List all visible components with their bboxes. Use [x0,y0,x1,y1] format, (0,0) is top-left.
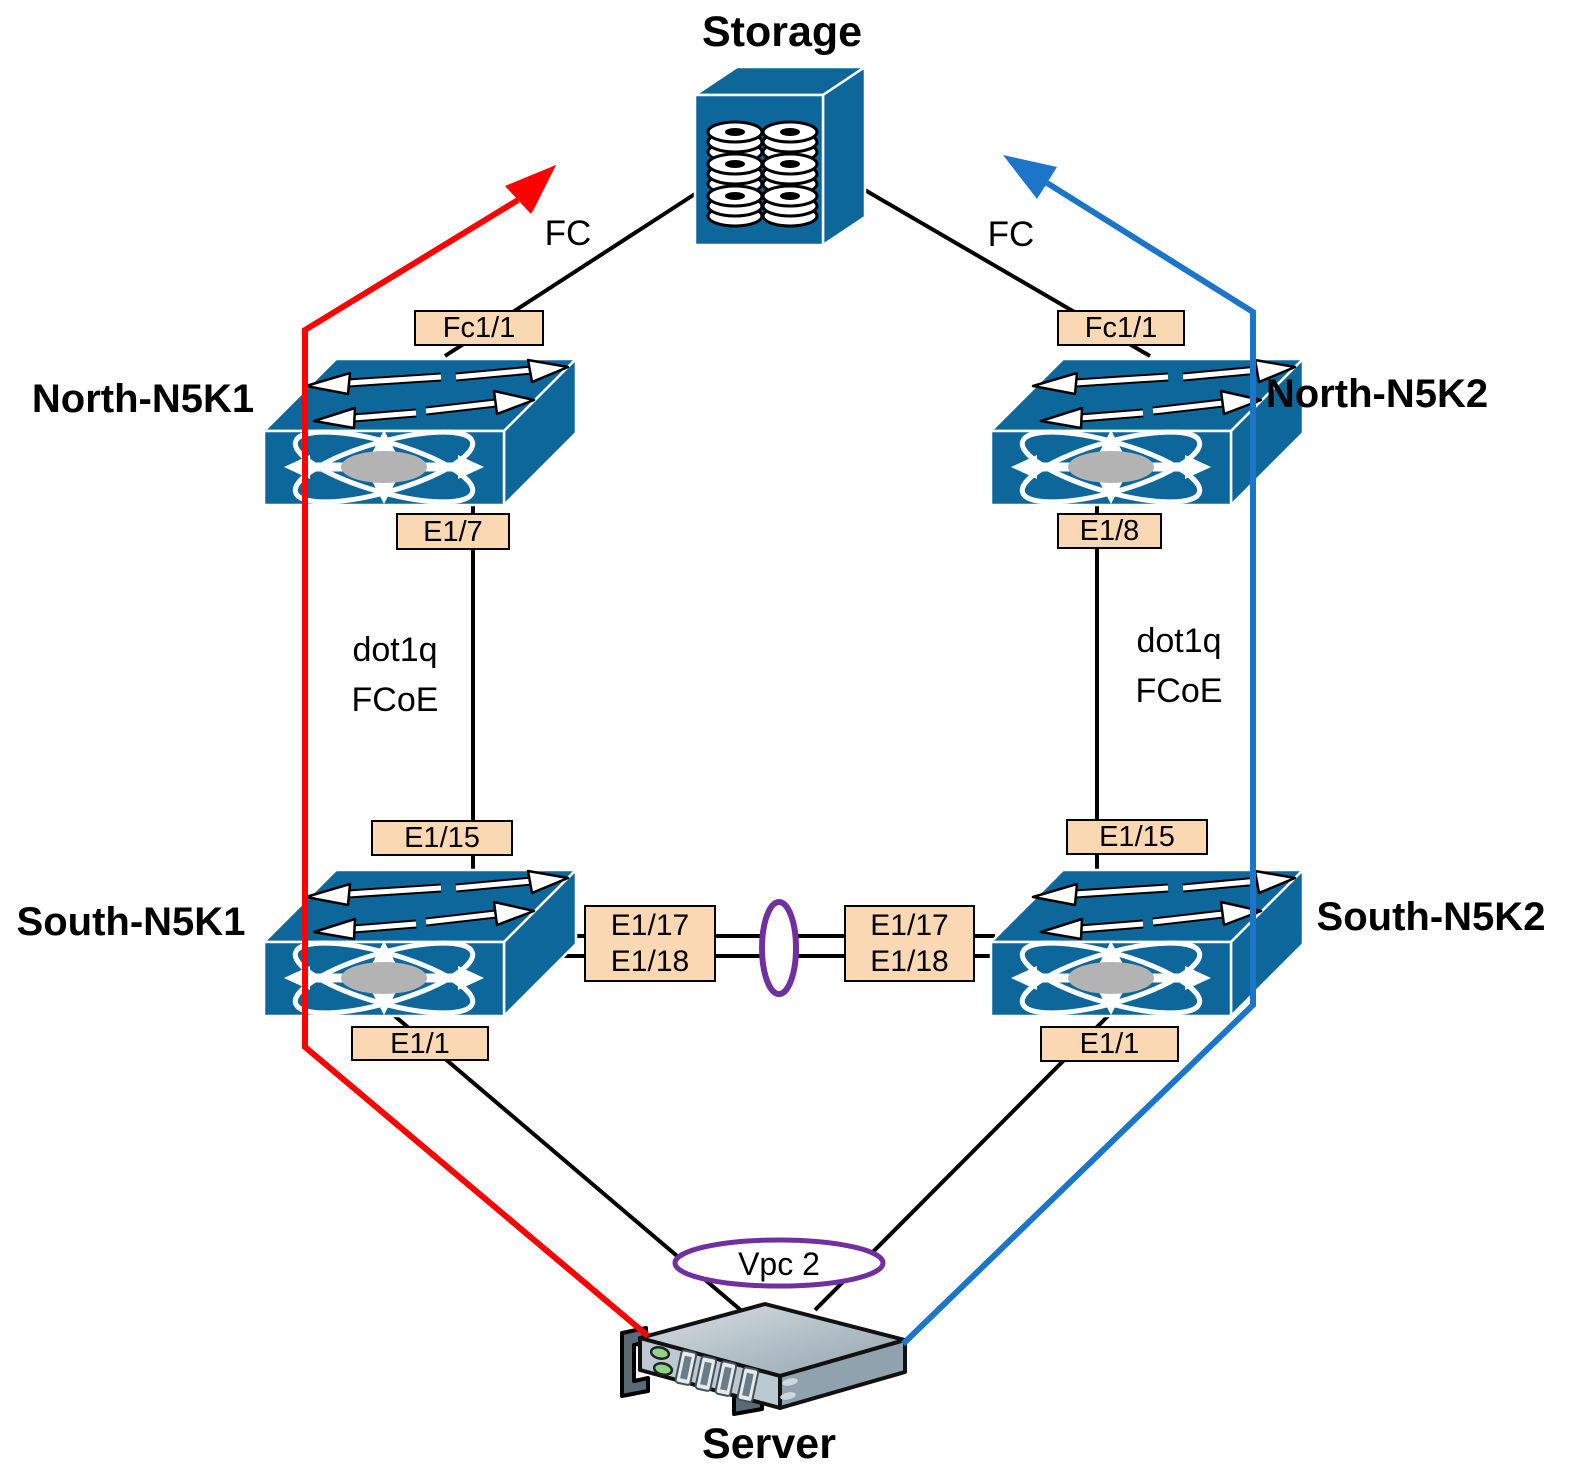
south-n5k2-label: South-N5K2 [1316,895,1546,939]
north-n5k1-label: North-N5K1 [31,377,255,421]
vpc-ellipse [672,1237,886,1289]
port-label-north-n5k1-fc1-1: Fc1/1 [414,310,544,346]
black-links [388,184,1152,1314]
south-n5k1-label: South-N5K1 [16,900,246,944]
server-label: Server [702,1420,836,1468]
peer-link-port-channel-ellipse [759,899,799,997]
port-label-south-n5k2-e1-18: E1/18 [870,944,949,978]
port-label-south-n5k2-e1-17: E1/17 [870,908,949,942]
south-n5k2-switch-icon [991,870,1303,1027]
left-trunk-dot1q: dot1q [352,631,438,669]
server-icon [620,1302,907,1416]
blue-arrowhead-icon [1003,155,1057,199]
port-label-north-n5k2-e1-8: E1/8 [1057,513,1162,549]
north-n5k1-switch-icon [264,359,576,516]
storage-icon [690,64,870,248]
right-trunk-label: dot1q FCoE [1104,616,1254,716]
port-label-south-n5k1-e1-18: E1/18 [610,944,690,978]
fc-left-label: FC [544,214,592,253]
vpc-2-label: Vpc 2 [738,1246,820,1282]
port-label-south-n5k2-e1-15: E1/15 [1066,819,1208,855]
port-label-north-n5k1-e1-7: E1/7 [396,513,510,550]
fc-right-label: FC [987,215,1035,254]
port-label-south-n5k1-e1-17: E1/17 [610,908,690,942]
port-label-north-n5k2-fc1-1: Fc1/1 [1057,310,1185,346]
fc-path-red [302,165,650,1339]
port-label-south-n5k2-e1-1: E1/1 [1040,1026,1179,1062]
fc-path-blue [900,155,1256,1347]
north-n5k2-label: North-N5K2 [1265,372,1489,416]
port-label-south-n5k1-e1-15: E1/15 [371,820,513,856]
right-trunk-dot1q: dot1q [1136,622,1222,660]
port-label-south-n5k1-e1-1: E1/1 [351,1026,489,1061]
storage-label: Storage [701,8,863,56]
left-trunk-fcoe: FCoE [351,681,439,719]
south-n5k1-switch-icon [264,870,576,1027]
left-trunk-label: dot1q FCoE [320,625,470,725]
port-label-south-n5k1-peer-ports: E1/17 E1/18 [584,905,716,982]
right-trunk-fcoe: FCoE [1135,672,1223,710]
server-drive-slots [674,1349,760,1403]
port-label-south-n5k2-peer-ports: E1/17 E1/18 [844,905,975,982]
